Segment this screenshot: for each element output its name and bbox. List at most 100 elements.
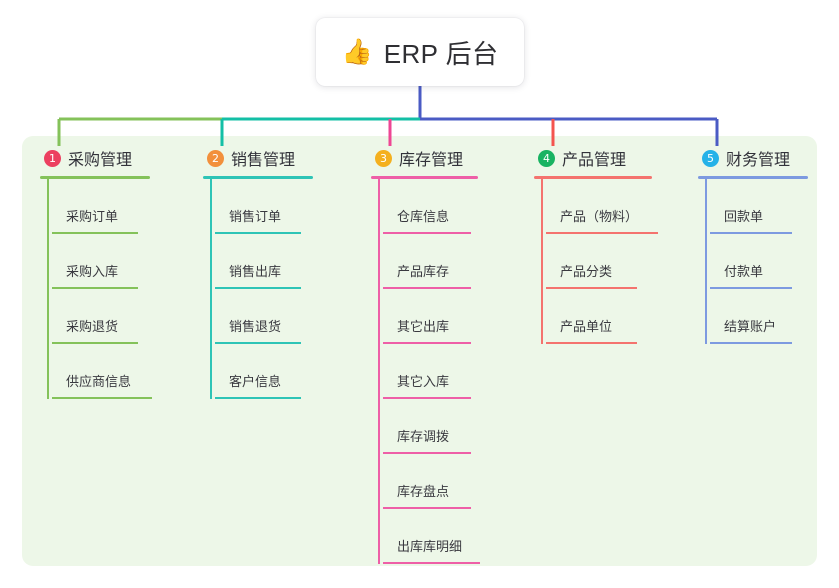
branch-header-underline: [698, 176, 808, 179]
branch-header-underline: [203, 176, 313, 179]
branch-number-badge: 1: [44, 149, 61, 167]
branch-item-underline: [710, 232, 792, 234]
branch-column-4: 4 产品管理产品（物料） 产品分类产品单位: [534, 146, 694, 344]
branch-column-2: 2 销售管理销售订单销售出库销售退货客户信息: [203, 146, 353, 399]
branch-number-badge: 5: [702, 149, 719, 167]
branch-item-underline: [383, 287, 471, 289]
branch-item-label: 采购订单: [66, 209, 119, 224]
branch-item[interactable]: 其它出库: [383, 289, 521, 344]
branch-item[interactable]: 采购订单: [52, 179, 190, 234]
branch-item-underline: [52, 342, 138, 344]
branch-item-underline: [546, 287, 637, 289]
branch-header-underline: [534, 176, 652, 179]
branch-item[interactable]: 产品单位: [546, 289, 694, 344]
branch-vertical-stem: [378, 179, 380, 564]
branch-item[interactable]: 销售退货: [215, 289, 353, 344]
branch-item-underline: [52, 287, 138, 289]
branch-item-underline: [383, 452, 471, 454]
thumbs-up-icon: 👍: [341, 37, 373, 66]
branch-item-underline: [546, 342, 637, 344]
root-node-card: 👍 ERP 后台: [316, 18, 524, 86]
branch-header-4[interactable]: 4 产品管理: [534, 146, 694, 170]
branch-item[interactable]: 客户信息: [215, 344, 353, 399]
branch-item[interactable]: 产品库存: [383, 234, 521, 289]
branch-item-label: 采购退货: [66, 319, 119, 334]
branch-item-underline: [215, 397, 301, 399]
branch-vertical-stem: [705, 179, 707, 344]
branch-column-5: 5 财务管理回款单付款单结算账户: [698, 146, 838, 344]
branch-title: 产品管理: [562, 152, 627, 169]
branch-item-underline: [52, 397, 152, 399]
branch-item-list: 回款单付款单结算账户: [698, 179, 838, 344]
branch-item-underline: [215, 232, 301, 234]
branch-item[interactable]: 供应商信息: [52, 344, 190, 399]
branch-item-underline: [383, 507, 471, 509]
branch-number-badge: 3: [375, 149, 392, 167]
branch-header-underline: [371, 176, 478, 179]
branch-number-badge: 2: [207, 149, 224, 167]
root-node-title: ERP 后台: [383, 38, 499, 69]
branch-item-underline: [710, 342, 792, 344]
branch-item-label: 客户信息: [229, 374, 282, 389]
branch-item-label: 销售订单: [229, 209, 282, 224]
branch-title: 库存管理: [399, 152, 464, 169]
branch-item-underline: [215, 287, 301, 289]
branch-item-label: 采购入库: [66, 264, 119, 279]
branch-item-list: 采购订单采购入库采购退货供应商信息: [40, 179, 190, 399]
branch-item-underline: [710, 287, 792, 289]
branch-item[interactable]: 仓库信息: [383, 179, 521, 234]
branch-item[interactable]: 其它入库: [383, 344, 521, 399]
branch-number-badge: 4: [538, 149, 555, 167]
branch-header-1[interactable]: 1 采购管理: [40, 146, 190, 170]
branch-column-1: 1 采购管理采购订单采购入库采购退货供应商信息: [40, 146, 190, 399]
branch-title: 财务管理: [726, 152, 791, 169]
branch-item[interactable]: 产品（物料）: [546, 179, 694, 234]
branch-item[interactable]: 结算账户: [710, 289, 838, 344]
branch-vertical-stem: [541, 179, 543, 344]
branch-item-label: 销售出库: [229, 264, 282, 279]
branch-item-label: 产品单位: [560, 319, 613, 334]
branch-item-label: 销售退货: [229, 319, 282, 334]
branch-item-label: 产品分类: [560, 264, 613, 279]
branch-column-3: 3 库存管理仓库信息产品库存其它出库其它入库库存调拨库存盘点出库库明细: [371, 146, 521, 564]
branch-item-label: 结算账户: [724, 319, 777, 334]
branch-item-underline: [383, 342, 471, 344]
branch-item-label: 产品（物料）: [560, 209, 639, 224]
branch-item-label: 出库库明细: [397, 539, 463, 554]
branch-item-list: 仓库信息产品库存其它出库其它入库库存调拨库存盘点出库库明细: [371, 179, 521, 564]
branch-vertical-stem: [47, 179, 49, 399]
branch-header-underline: [40, 176, 150, 179]
branch-item-underline: [215, 342, 301, 344]
branch-title: 采购管理: [68, 152, 133, 169]
branch-item[interactable]: 回款单: [710, 179, 838, 234]
branch-header-2[interactable]: 2 销售管理: [203, 146, 353, 170]
branch-item-label: 回款单: [724, 209, 764, 224]
branch-item[interactable]: 产品分类: [546, 234, 694, 289]
branch-item[interactable]: 库存调拨: [383, 399, 521, 454]
branch-header-5[interactable]: 5 财务管理: [698, 146, 838, 170]
diagram-background-panel: [22, 136, 817, 566]
branch-item-label: 其它出库: [397, 319, 450, 334]
branch-vertical-stem: [210, 179, 212, 399]
branch-item-underline: [383, 397, 471, 399]
branch-item[interactable]: 采购入库: [52, 234, 190, 289]
branch-item-underline: [383, 562, 480, 564]
branch-item[interactable]: 销售出库: [215, 234, 353, 289]
branch-item-underline: [52, 232, 138, 234]
branch-header-3[interactable]: 3 库存管理: [371, 146, 521, 170]
branch-item-list: 产品（物料） 产品分类产品单位: [534, 179, 694, 344]
branch-item[interactable]: 库存盘点: [383, 454, 521, 509]
branch-item-list: 销售订单销售出库销售退货客户信息: [203, 179, 353, 399]
branch-title: 销售管理: [231, 152, 296, 169]
branch-item[interactable]: 销售订单: [215, 179, 353, 234]
branch-item-underline: [546, 232, 658, 234]
branch-item-label: 供应商信息: [66, 374, 132, 389]
branch-item-label: 库存盘点: [397, 484, 450, 499]
branch-item-label: 库存调拨: [397, 429, 450, 444]
branch-item[interactable]: 付款单: [710, 234, 838, 289]
branch-item[interactable]: 出库库明细: [383, 509, 521, 564]
branch-item[interactable]: 采购退货: [52, 289, 190, 344]
branch-item-label: 付款单: [724, 264, 764, 279]
branch-item-label: 产品库存: [397, 264, 450, 279]
